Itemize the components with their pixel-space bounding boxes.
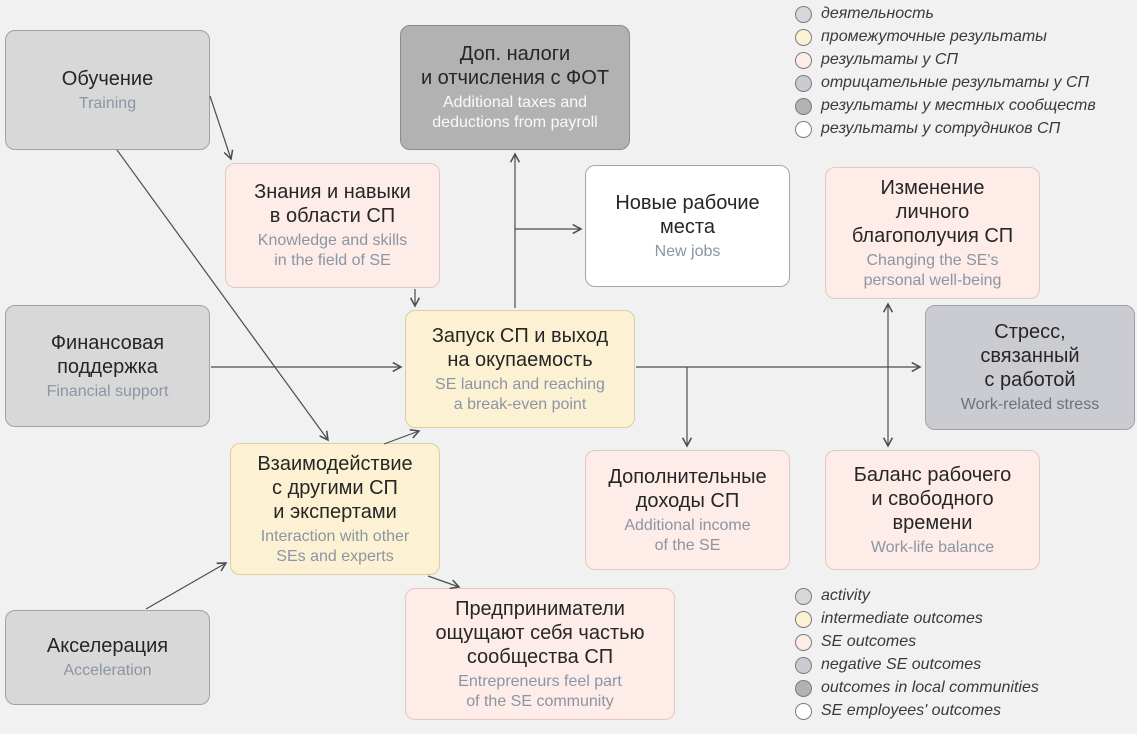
node-title: Стресс, связанный с работой [980, 321, 1080, 392]
legend-item-activity: деятельность [795, 5, 1096, 23]
legend-label: SE employees' outcomes [821, 702, 1002, 719]
node-subtitle: SE launch and reaching a break-even poin… [435, 375, 605, 413]
legend-item-employees: результаты у сотрудников СП [795, 120, 1096, 138]
node-title: Изменение личного благополучия СП [851, 176, 1014, 247]
legend-english: activity intermediate outcomes SE outcom… [795, 587, 1039, 725]
edge-acceleration-interaction [145, 562, 228, 610]
legend-label: промежуточные результаты [821, 28, 1047, 45]
node-interaction: Взаимодействие с другими СП и экспертами… [230, 443, 440, 575]
node-subtitle: Acceleration [63, 662, 152, 680]
node-title: Дополнительные доходы СП [608, 465, 767, 512]
legend-item-negative: отрицательные результаты у СП [795, 74, 1096, 92]
legend-item-se-outcomes: результаты у СП [795, 51, 1096, 69]
legend-item-activity: activity [795, 587, 1039, 605]
legend-label: SE outcomes [821, 633, 917, 650]
legend-swatch-intermediate-icon [795, 610, 812, 628]
legend-swatch-local-icon [795, 679, 812, 697]
legend-swatch-se-icon [795, 633, 812, 651]
node-title: Финансовая поддержка [50, 331, 165, 378]
node-training: Обучение Training [5, 30, 210, 150]
node-subtitle: Changing the SE's personal well-being [863, 251, 1002, 289]
legend-label: результаты у СП [821, 51, 958, 68]
legend-item-se-outcomes: SE outcomes [795, 633, 1039, 651]
legend-swatch-employee-icon [795, 120, 812, 138]
node-subtitle: Knowledge and skills in the field of SE [257, 232, 408, 269]
legend-russian: деятельность промежуточные результаты ре… [795, 5, 1096, 143]
node-title: Обучение [61, 67, 154, 90]
node-subtitle: Financial support [46, 382, 169, 400]
legend-label: деятельность [821, 5, 934, 22]
legend-label: результаты у местных сообществ [821, 97, 1096, 114]
node-additional-income: Дополнительные доходы СП Additional inco… [585, 450, 790, 570]
node-financial-support: Финансовая поддержка Financial support [5, 305, 210, 427]
legend-item-intermediate: промежуточные результаты [795, 28, 1096, 46]
legend-swatch-local-icon [795, 97, 812, 115]
legend-label: activity [821, 587, 870, 604]
node-subtitle: Additional income of the SE [624, 516, 751, 554]
node-title: Знания и навыки в области СП [254, 181, 411, 228]
legend-swatch-negative-icon [795, 74, 812, 92]
node-work-stress: Стресс, связанный с работой Work-related… [925, 305, 1135, 430]
node-title: Предприниматели ощущают себя частью сооб… [435, 597, 645, 668]
legend-item-intermediate: intermediate outcomes [795, 610, 1039, 628]
node-title: Запуск СП и выход на окупаемость [431, 324, 609, 371]
legend-item-employees: SE employees' outcomes [795, 702, 1039, 720]
legend-item-local: outcomes in local communities [795, 679, 1039, 697]
node-new-jobs: Новые рабочие места New jobs [585, 165, 790, 287]
node-subtitle: Work-related stress [960, 396, 1100, 414]
legend-label: negative SE outcomes [821, 656, 982, 673]
legend-item-negative: negative SE outcomes [795, 656, 1039, 674]
legend-swatch-se-icon [795, 51, 812, 69]
legend-swatch-activity-icon [795, 5, 812, 23]
node-subtitle: Entrepreneurs feel part of the SE commun… [458, 672, 622, 710]
legend-label: outcomes in local communities [821, 679, 1039, 696]
node-subtitle: New jobs [654, 242, 721, 260]
legend-label: intermediate outcomes [821, 610, 983, 627]
legend-label: результаты у сотрудников СП [821, 120, 1061, 137]
node-subtitle: Additional taxes and deductions from pay… [432, 94, 598, 131]
legend-swatch-negative-icon [795, 656, 812, 674]
edge-training-knowledge [209, 95, 234, 161]
legend-label: отрицательные результаты у СП [821, 74, 1090, 91]
node-title: Новые рабочие места [615, 191, 760, 238]
legend-item-local: результаты у местных сообществ [795, 97, 1096, 115]
edge-interaction-community [427, 575, 461, 590]
node-acceleration: Акселерация Acceleration [5, 610, 210, 705]
node-subtitle: Interaction with other SEs and experts [260, 527, 410, 565]
node-title: Акселерация [46, 635, 169, 658]
legend-swatch-activity-icon [795, 587, 812, 605]
node-se-launch: Запуск СП и выход на окупаемость SE laun… [405, 310, 635, 428]
node-title: Баланс рабочего и свободного времени [853, 463, 1012, 534]
node-subtitle: Training [78, 94, 137, 112]
node-knowledge-skills: Знания и навыки в области СП Knowledge a… [225, 163, 440, 288]
node-personal-wellbeing: Изменение личного благополучия СП Changi… [825, 167, 1040, 299]
node-title: Взаимодействие с другими СП и экспертами [257, 452, 413, 523]
node-payroll-taxes: Доп. налоги и отчисления с ФОТ Additiona… [400, 25, 630, 150]
legend-swatch-employee-icon [795, 702, 812, 720]
node-title: Доп. налоги и отчисления с ФОТ [420, 43, 610, 90]
legend-swatch-intermediate-icon [795, 28, 812, 46]
node-subtitle: Work-life balance [870, 538, 995, 556]
node-work-life-balance: Баланс рабочего и свободного времени Wor… [825, 450, 1040, 570]
node-se-community: Предприниматели ощущают себя частью сооб… [405, 588, 675, 720]
